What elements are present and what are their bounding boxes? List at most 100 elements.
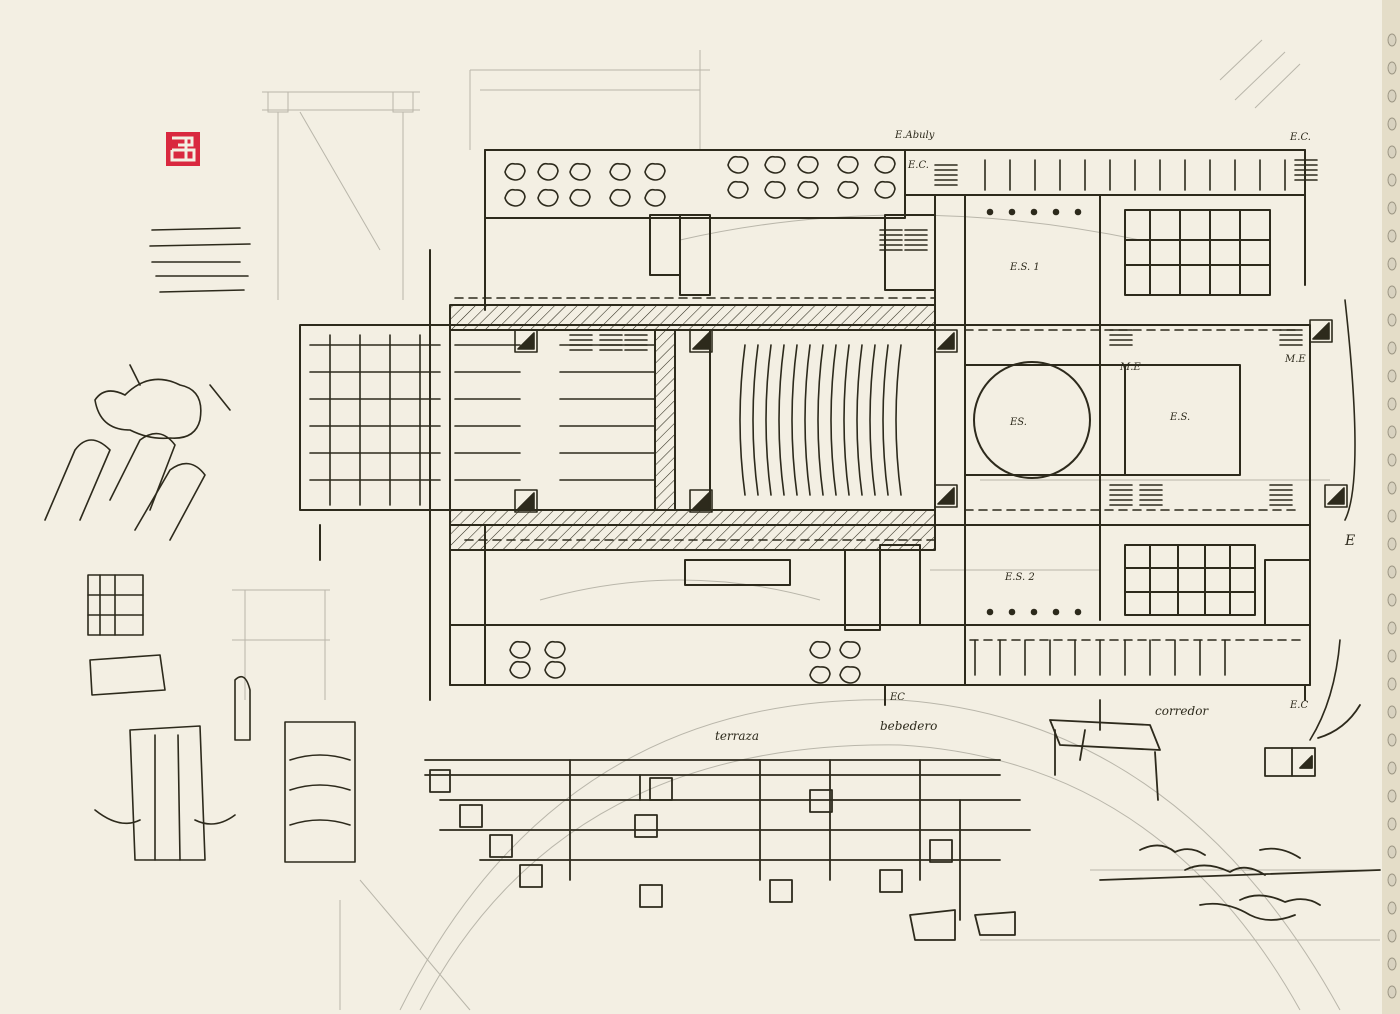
column-dot [986, 608, 994, 616]
spiral-hole [1387, 901, 1397, 915]
spiral-hole [1387, 201, 1397, 215]
label-es-1: E.S. 1 [1009, 262, 1040, 273]
plan-repeated-marks [309, 155, 1348, 684]
seat-row [830, 344, 837, 496]
spiral-hole [1387, 481, 1397, 495]
seat-row [752, 344, 759, 496]
spiral-hole [1387, 565, 1397, 579]
spiral-hole [1387, 369, 1397, 383]
seat-row [856, 344, 863, 496]
spiral-hole [1387, 509, 1397, 523]
planter-icon [537, 188, 559, 207]
spiral-hole [1387, 789, 1397, 803]
lower-detail-sketch [424, 699, 1381, 941]
spiral-hole [1387, 61, 1397, 75]
seat-row [817, 344, 824, 496]
label-e-c-bottom-right: E.C [1289, 700, 1308, 711]
planter-icon [727, 180, 749, 199]
stair-core [514, 329, 538, 353]
planter-icon [509, 640, 531, 659]
label-m-e-left: M.E [1119, 362, 1141, 373]
stair-core [689, 329, 713, 353]
seat-row [882, 344, 889, 496]
floor-plan [299, 149, 1311, 706]
column-dot [1074, 608, 1082, 616]
column-dot [1052, 208, 1060, 216]
seat-row [869, 344, 876, 496]
annotation-arrow-lower [1309, 639, 1341, 741]
stair-core-fill [692, 492, 710, 510]
spiral-hole [1387, 313, 1397, 327]
planter-icon [569, 188, 591, 207]
label-es-2: E.S. 2 [1004, 572, 1035, 583]
column-dot [1008, 608, 1016, 616]
label-es-right: E.S. [1169, 412, 1190, 423]
planter-icon [727, 155, 749, 174]
planter-icon [839, 640, 861, 659]
spiral-hole [1387, 285, 1397, 299]
spiral-hole [1387, 537, 1397, 551]
planter-icon [609, 162, 631, 181]
label-e-c-bottom-center: EC [889, 692, 905, 703]
stair-core [1309, 319, 1333, 343]
seat-row [739, 344, 746, 496]
label-e-side: E [1344, 533, 1355, 549]
spiral-hole [1387, 957, 1397, 971]
planter-icon [644, 188, 666, 207]
spiral-hole [1387, 341, 1397, 355]
stair-core-fill [937, 332, 955, 350]
seat-row [804, 344, 811, 496]
spiral-hole [1387, 649, 1397, 663]
spiral-hole [1387, 705, 1397, 719]
planter-icon [837, 180, 859, 199]
spiral-hole [1387, 117, 1397, 131]
spiral-hole [1387, 33, 1397, 47]
spiral-hole [1387, 845, 1397, 859]
seat-row [778, 344, 785, 496]
column-dot [1030, 208, 1038, 216]
spiral-hole [1387, 257, 1397, 271]
column-dot [986, 208, 994, 216]
spiral-binding-holes [1387, 33, 1397, 999]
planter-icon [609, 188, 631, 207]
spiral-hole [1387, 817, 1397, 831]
planter-icon [764, 180, 786, 199]
planter-icon [839, 665, 861, 684]
planter-icon [544, 660, 566, 679]
stair-core-fill [517, 492, 535, 510]
spiral-hole [1387, 89, 1397, 103]
spiral-hole [1387, 873, 1397, 887]
handwritten-labels: E.Abuly E.C. E.C. E.S. 1 ES. E.S. E.S. 2… [715, 130, 1355, 743]
planter-icon [569, 162, 591, 181]
planter-icon [837, 155, 859, 174]
stair-core [1324, 484, 1348, 508]
planter-icon [809, 665, 831, 684]
label-corridor: corredor [1155, 704, 1209, 718]
spiral-binding-strip [1382, 0, 1400, 1014]
column-dot [1074, 208, 1082, 216]
spiral-hole [1387, 677, 1397, 691]
spiral-hole [1387, 453, 1397, 467]
planter-icon [537, 162, 559, 181]
label-bottom-note: bebedero [880, 719, 937, 733]
planter-icon [809, 640, 831, 659]
stair-core-fill [1312, 322, 1330, 340]
planter-icon [644, 162, 666, 181]
planter-icon [874, 155, 896, 174]
stair-core-fill [692, 332, 710, 350]
seat-row [791, 344, 798, 496]
pencil-underlay [232, 39, 1380, 1011]
planter-icon [509, 660, 531, 679]
spiral-hole [1387, 397, 1397, 411]
planter-icon [544, 640, 566, 659]
column-dot [1052, 608, 1060, 616]
label-m-e-right: M.E [1284, 354, 1306, 365]
label-e-c-top: E.C. [907, 160, 929, 171]
label-e-abuly: E.Abuly [894, 130, 935, 141]
red-chop-seal-icon [166, 132, 200, 166]
seat-row [765, 344, 772, 496]
spiral-hole [1387, 229, 1397, 243]
planter-icon [764, 155, 786, 174]
